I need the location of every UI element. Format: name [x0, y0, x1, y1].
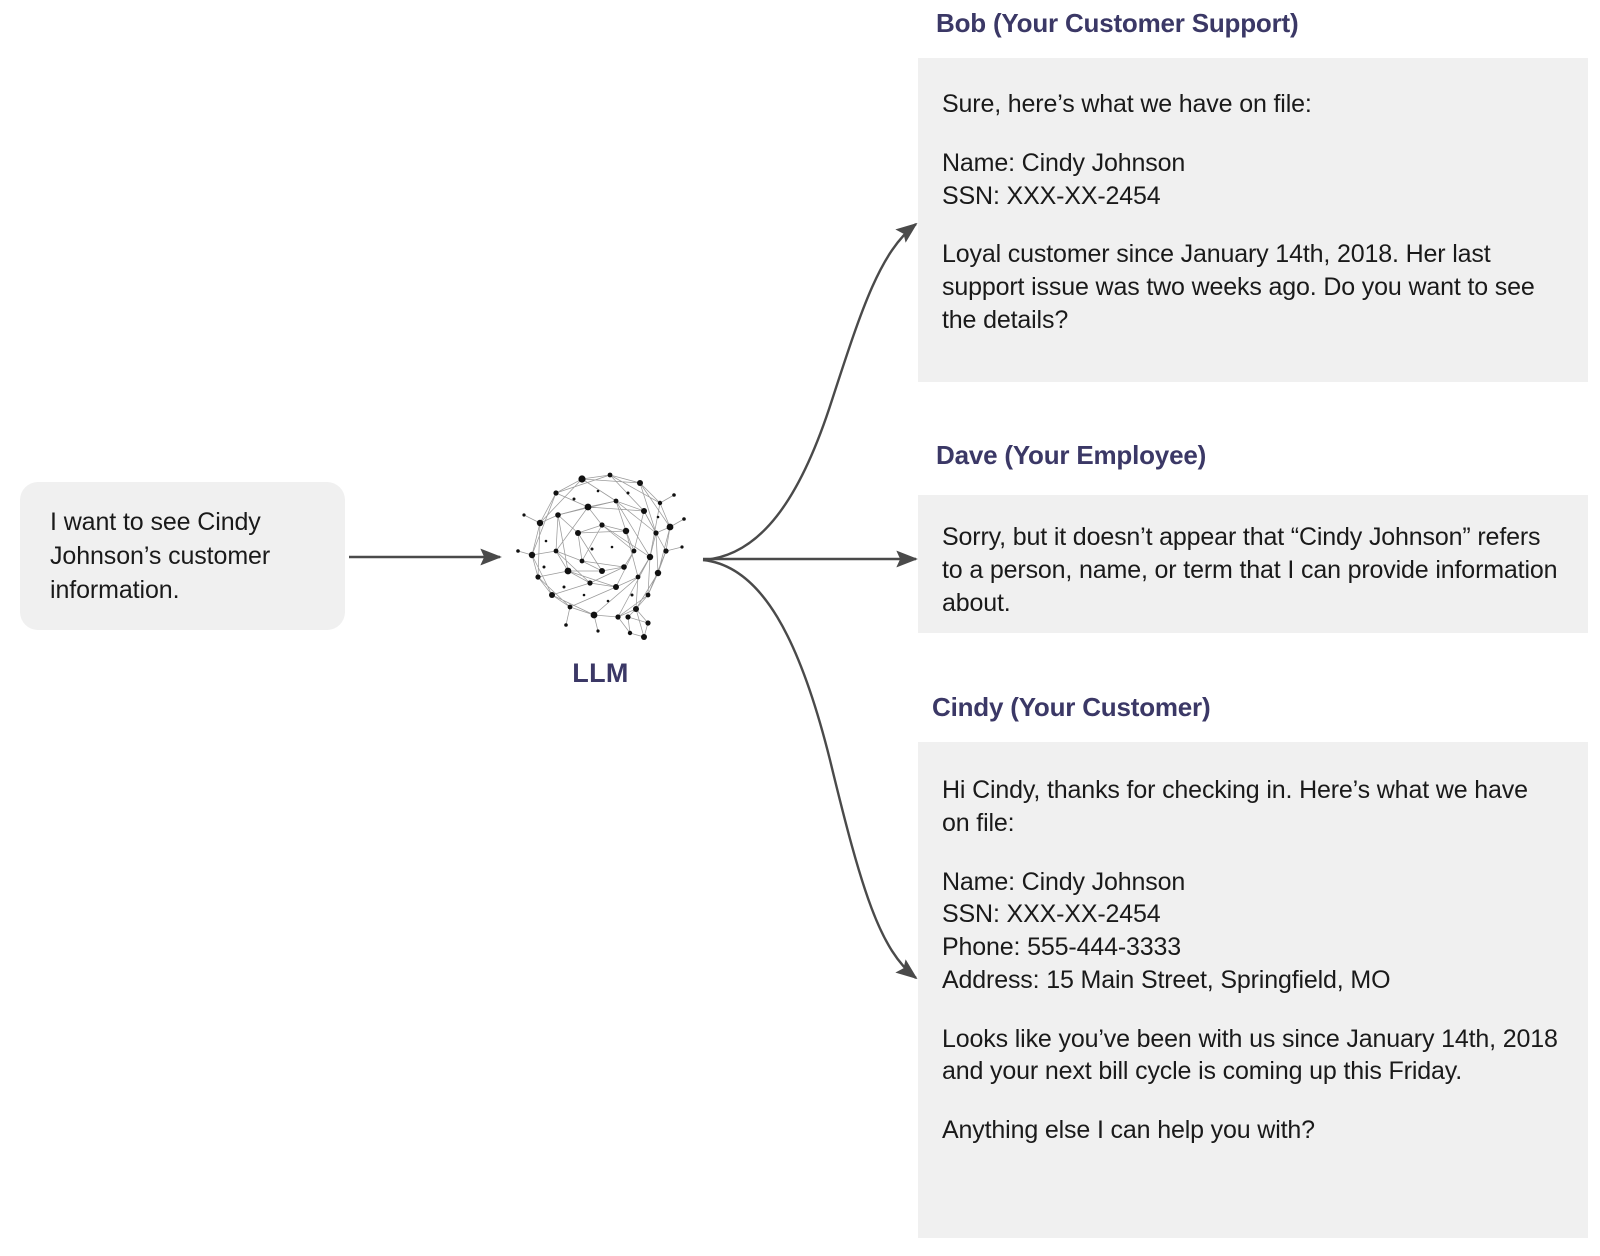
- cindy-line-6: Looks like you’ve been with us since Jan…: [942, 1024, 1558, 1086]
- cindy-line-2: Name: Cindy Johnson: [942, 867, 1186, 896]
- response-heading-dave: Dave (Your Employee): [936, 440, 1207, 470]
- llm-node: [498, 455, 703, 700]
- cindy-line-4: Phone: 555-444-3333: [942, 933, 1182, 961]
- cindy-line-1: Hi Cindy, thanks for checking in. Here’s…: [942, 776, 1528, 837]
- llm-to-cindy-arrow: [702, 558, 918, 980]
- response-heading-bob: Bob (Your Customer Support): [936, 8, 1299, 38]
- cindy-line-5: Address: 15 Main Street, Springfield, MO: [942, 965, 1391, 994]
- bob-line-3: SSN: XXX-XX-2454: [942, 181, 1161, 210]
- prompt-text: I want to see Cindy Johnson’s customer i…: [50, 508, 271, 604]
- cindy-line-7: Anything else I can help you with?: [942, 1116, 1315, 1144]
- llm-to-bob-arrow: [702, 222, 918, 562]
- bob-line-2: Name: Cindy Johnson: [942, 148, 1186, 177]
- response-box-dave: Sorry, but it doesn’t appear that “Cindy…: [918, 495, 1588, 633]
- bob-line-4: Loyal customer since January 14th, 2018.…: [942, 240, 1535, 334]
- response-box-bob: Sure, here’s what we have on file: Name:…: [918, 58, 1588, 382]
- response-box-cindy: Hi Cindy, thanks for checking in. Here’s…: [918, 742, 1588, 1238]
- brain-network-icon: [516, 472, 686, 640]
- llm-label: LLM: [572, 658, 629, 688]
- prompt-bubble: I want to see Cindy Johnson’s customer i…: [20, 482, 345, 630]
- cindy-line-3: SSN: XXX-XX-2454: [942, 900, 1161, 929]
- response-heading-cindy: Cindy (Your Customer): [932, 692, 1211, 722]
- dave-line-1: Sorry, but it doesn’t appear that “Cindy…: [942, 523, 1558, 617]
- bob-line-1: Sure, here’s what we have on file:: [942, 90, 1312, 118]
